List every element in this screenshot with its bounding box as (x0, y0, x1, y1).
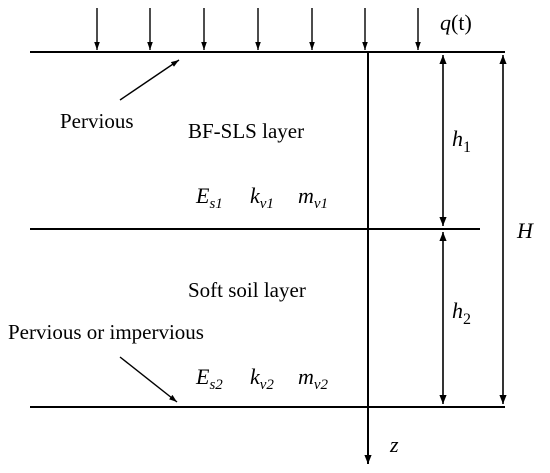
param-subscript: s2 (209, 377, 223, 393)
layer-2-param-E: Es2 (195, 364, 223, 393)
top-boundary-label: Pervious (60, 109, 134, 133)
layer-1-param-m: mv1 (298, 183, 328, 212)
depth-axis-label: z (389, 432, 399, 457)
dimension-symbol: h (452, 298, 463, 323)
dimension-symbol: h (452, 126, 463, 151)
param-subscript: v1 (260, 196, 274, 212)
param-symbol: m (298, 364, 314, 389)
top-boundary-pointer (119, 59, 180, 101)
layer-2-param-m: mv2 (298, 364, 329, 393)
H-label: H (516, 218, 534, 243)
param-subscript: v1 (314, 196, 328, 212)
bottom-boundary-pointer (119, 356, 178, 403)
param-symbol: m (298, 183, 314, 208)
layer-1-name: BF-SLS layer (188, 119, 304, 143)
load-symbol: q (440, 10, 451, 35)
layer-2-param-k: kv2 (250, 364, 274, 393)
dimension-subscript: 2 (463, 311, 471, 328)
bottom-boundary-label: Pervious or impervious (8, 320, 204, 344)
dimension-subscript: 1 (463, 139, 471, 156)
param-subscript: v2 (314, 377, 329, 393)
layer-1-param-k: kv1 (250, 183, 274, 212)
layer-1-param-E: Es1 (195, 183, 223, 212)
param-symbol: k (250, 364, 261, 389)
h1-label: h1 (452, 126, 471, 156)
param-symbol: E (195, 183, 210, 208)
param-symbol: E (195, 364, 210, 389)
load-arg: (t) (451, 10, 472, 35)
layer-1-params: Es1 kv1 mv1 (195, 183, 328, 212)
layer-2-name: Soft soil layer (188, 278, 306, 302)
param-symbol: k (250, 183, 261, 208)
param-subscript: s1 (209, 196, 222, 212)
layer-2-params: Es2 kv2 mv2 (195, 364, 329, 393)
param-subscript: v2 (260, 377, 275, 393)
load-label: q(t) (440, 10, 472, 35)
load-arrows (94, 8, 421, 50)
h2-label: h2 (452, 298, 471, 328)
